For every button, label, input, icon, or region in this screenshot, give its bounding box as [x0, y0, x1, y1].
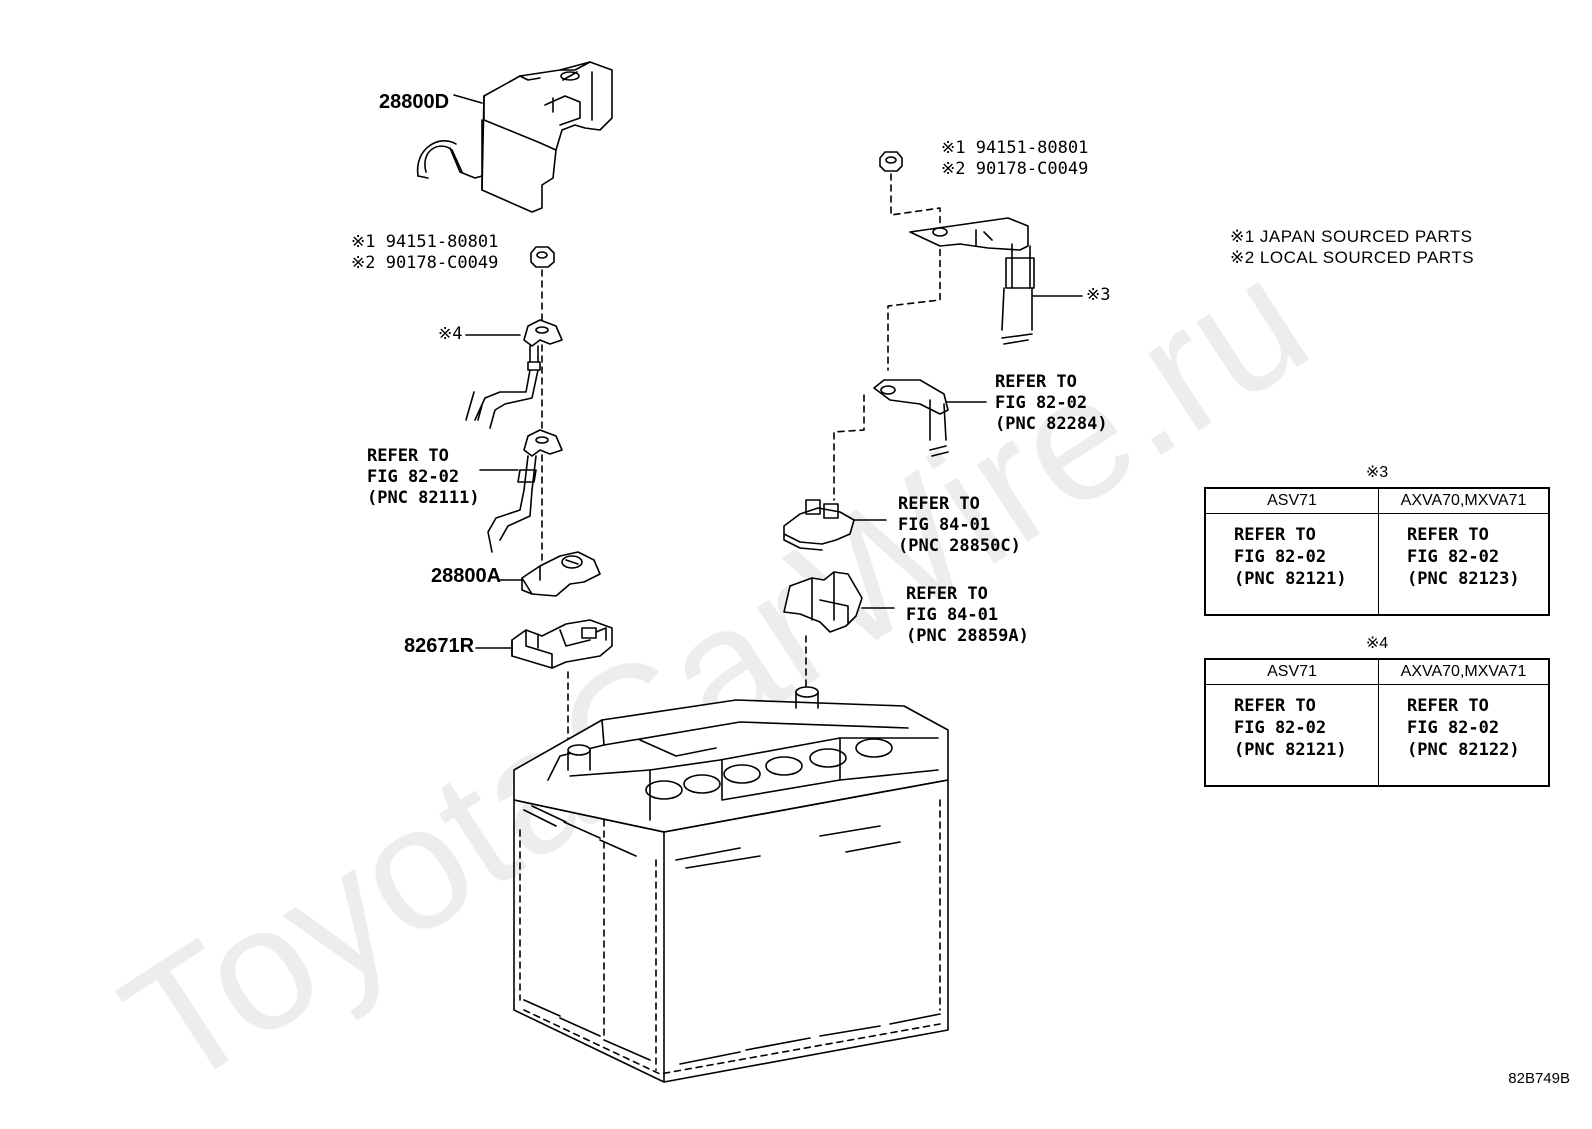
ring-terminal-82284 [833, 379, 987, 501]
nut-left [530, 246, 555, 331]
nut-right [879, 151, 941, 371]
label-refer-28850c: REFER TO FIG 84-01 (PNC 28850C) [898, 494, 1021, 556]
table-mark3: ASV71 AXVA70,MXVA71 REFER TO FIG 82-02 (… [1204, 487, 1550, 616]
label-refer-82284: REFER TO FIG 82-02 (PNC 82284) [995, 372, 1108, 434]
cable-clamp-82111 [479, 429, 563, 561]
table-mark4: ASV71 AXVA70,MXVA71 REFER TO FIG 82-02 (… [1204, 658, 1550, 787]
label-82671r: 82671R [404, 635, 475, 657]
label-28800d: 28800D [379, 91, 450, 113]
table3-cell-1: REFER TO FIG 82-02 (PNC 82121) [1204, 513, 1379, 616]
bracket-28859a [783, 571, 895, 691]
table3-cell-2: REFER TO FIG 82-02 (PNC 82123) [1378, 513, 1550, 616]
table4-cell-2: REFER TO FIG 82-02 (PNC 82122) [1378, 684, 1550, 787]
terminal-cover-28800d [416, 61, 613, 213]
table3-col-2: AXVA70,MXVA71 [1378, 487, 1550, 514]
cable-clamp-mark4 [465, 319, 563, 431]
label-mark4: ※4 [438, 324, 463, 344]
label-refer-28859a: REFER TO FIG 84-01 (PNC 28859A) [906, 584, 1029, 646]
parts-diagram [416, 61, 1083, 1083]
figure-code: 82B749B [1508, 1070, 1570, 1087]
legend-note2: ※2 LOCAL SOURCED PARTS [1230, 248, 1475, 267]
cable-terminal-mark3 [909, 217, 1083, 345]
bracket-82671r [475, 619, 613, 741]
label-nut-right: ※1 94151-80801 ※2 90178-C0049 [941, 138, 1089, 179]
table4-cell-1: REFER TO FIG 82-02 (PNC 82121) [1204, 684, 1379, 787]
table4-col-2: AXVA70,MXVA71 [1378, 658, 1550, 685]
table4-col-1: ASV71 [1204, 658, 1379, 685]
label-28800a: 28800A [431, 565, 502, 587]
table3-col-1: ASV71 [1204, 487, 1379, 514]
label-mark3: ※3 [1086, 285, 1111, 305]
table3-title: ※3 [1365, 464, 1389, 481]
holder-28850c [783, 499, 887, 551]
battery [513, 686, 949, 1083]
label-refer-82111: REFER TO FIG 82-02 (PNC 82111) [367, 446, 480, 508]
table4-title: ※4 [1365, 635, 1389, 652]
legend-note1: ※1 JAPAN SOURCED PARTS [1230, 227, 1473, 246]
label-nut-left: ※1 94151-80801 ※2 90178-C0049 [351, 232, 499, 273]
terminal-28800a [499, 551, 601, 597]
